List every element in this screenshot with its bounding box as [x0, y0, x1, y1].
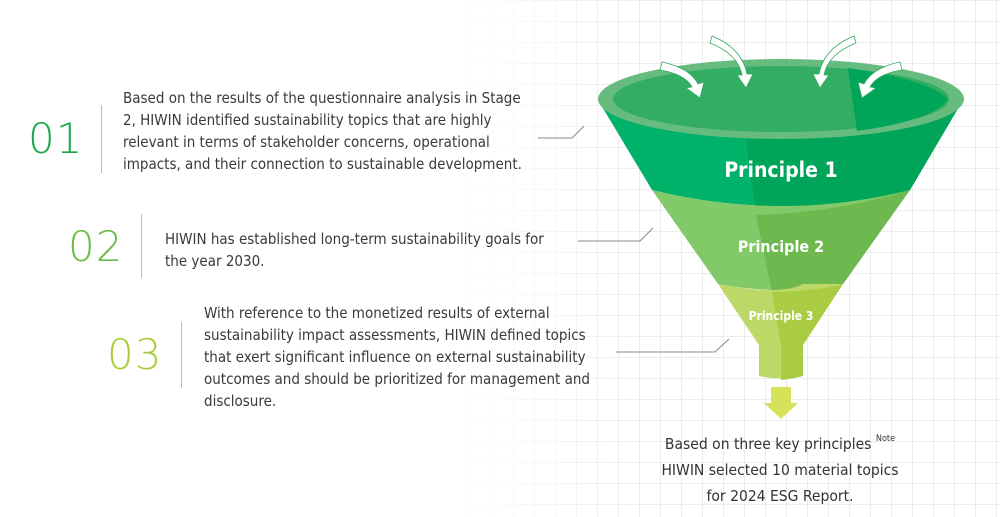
- result-line-1: Based on three key principles: [664, 435, 872, 453]
- note-marker: Note: [875, 434, 896, 444]
- incoming-arrows-icon: [659, 35, 903, 99]
- result-line-2: HIWIN selected 10 material topics: [661, 461, 899, 479]
- leader-line-1: [538, 125, 585, 139]
- result-text: Based on three key principles Note HIWIN…: [620, 426, 940, 509]
- divider-02: [141, 214, 142, 278]
- result-line-3: for 2024 ESG Report.: [706, 487, 854, 505]
- divider-01: [101, 105, 102, 173]
- leader-line-2: [578, 227, 654, 242]
- principle-1-label: Principle 1: [724, 158, 837, 182]
- principle-2-label: Principle 2: [738, 237, 824, 256]
- divider-03: [181, 322, 182, 388]
- item-number-01: 01: [28, 114, 84, 163]
- principle-3-label: Principle 3: [749, 309, 814, 323]
- item-text-01: Based on the results of the questionnair…: [123, 89, 522, 173]
- item-number-03: 03: [107, 330, 163, 379]
- item-text-03: With reference to the monetized results …: [204, 304, 590, 410]
- item-number-02: 02: [68, 222, 124, 271]
- down-arrow-icon: [764, 387, 798, 419]
- item-text-02: HIWIN has established long-term sustaina…: [165, 230, 544, 270]
- leader-line-3: [616, 338, 730, 353]
